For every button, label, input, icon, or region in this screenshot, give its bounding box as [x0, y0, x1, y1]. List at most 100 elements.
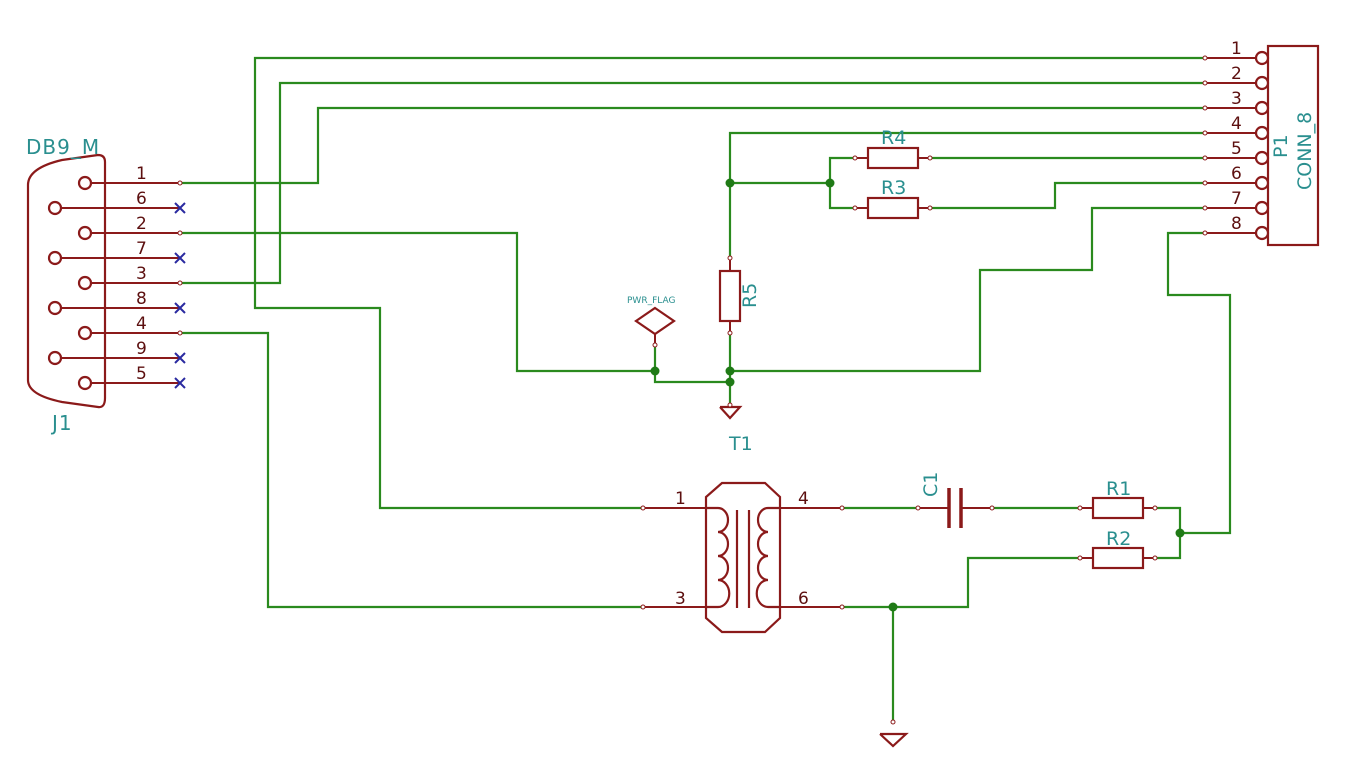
wire-p1-pin8 — [1166, 231, 1232, 535]
db9-body — [26, 153, 107, 409]
wire-p1-pin2 — [178, 81, 1207, 285]
no-connect-x — [174, 352, 186, 364]
resistor-r1[interactable]: R1 — [1077, 478, 1158, 520]
transformer-body — [704, 481, 782, 634]
junction-dot — [1175, 528, 1185, 538]
pin-end — [1077, 505, 1083, 511]
wire-r3-p1-pin6 — [928, 181, 1207, 210]
component-value: DB9_M — [26, 135, 100, 159]
pin-end — [177, 330, 183, 336]
resistor-r2[interactable]: R2 — [1077, 528, 1158, 570]
db9-pin-circle — [77, 375, 93, 391]
pin-end — [727, 330, 733, 336]
no-connect-x — [174, 252, 186, 264]
db9-pins — [47, 175, 180, 391]
pin-number: 9 — [136, 339, 147, 359]
resistor-body — [1091, 496, 1145, 520]
wires — [178, 56, 1232, 724]
pin-number: 6 — [798, 589, 809, 609]
no-connect-x — [174, 377, 186, 389]
ground-icon — [719, 405, 743, 420]
resistor-body — [1091, 546, 1145, 570]
pin-number: 7 — [136, 239, 147, 259]
component-ref: J1 — [50, 411, 73, 435]
pwr-flag-label: PWR_FLAG — [627, 296, 675, 306]
pin-number: 7 — [1231, 189, 1242, 209]
pin-number: 3 — [1231, 89, 1242, 109]
pin-end — [1152, 505, 1158, 511]
pin-number: 8 — [1231, 214, 1242, 234]
junctions — [650, 178, 1185, 612]
component-ref: C1 — [920, 472, 942, 497]
pin-number: 4 — [1231, 114, 1242, 134]
pin-number: 6 — [136, 189, 147, 209]
pin-end — [1202, 55, 1208, 61]
pin-number: 2 — [136, 214, 147, 234]
resistor-r4[interactable]: R4 — [852, 127, 933, 170]
pin-end — [1202, 205, 1208, 211]
conn8-pin-circle — [1254, 150, 1270, 166]
pin-number: 5 — [1231, 139, 1242, 159]
resistor-body — [718, 269, 742, 323]
no-connect-x — [174, 302, 186, 314]
pin-number: 3 — [136, 264, 147, 284]
db9-pin-circle — [77, 225, 93, 241]
capacitor-c1[interactable]: C1 — [915, 472, 995, 528]
pin-end — [727, 402, 733, 408]
wire-p1-pin1 — [253, 56, 1207, 510]
db9-pin-circle — [77, 275, 93, 291]
ground-symbol-top — [719, 405, 743, 420]
component-ref: R2 — [1106, 528, 1131, 550]
pin-end — [1202, 80, 1208, 86]
conn8-pins — [1205, 50, 1270, 241]
transformer-t1[interactable]: 1 3 4 6 T1 — [640, 433, 845, 634]
no-connect-markers — [174, 202, 186, 389]
conn8-pin-circle — [1254, 75, 1270, 91]
wire-j1-pin4 — [178, 331, 645, 609]
component-ref: P1 — [1270, 134, 1292, 158]
pin-end — [890, 719, 896, 725]
transformer-primary-coil — [706, 506, 731, 609]
pin-end — [839, 604, 845, 610]
pin-end — [989, 505, 995, 511]
component-ref: R3 — [881, 177, 906, 199]
component-ref: R5 — [739, 283, 761, 308]
wire-p1-pin4 — [728, 131, 1207, 260]
pin-number: 6 — [1231, 164, 1242, 184]
pin-end — [177, 180, 183, 186]
resistor-body — [866, 196, 920, 220]
resistor-r5[interactable]: R5 — [718, 255, 761, 336]
wire-pwrflag-gnd — [653, 343, 732, 384]
pin-end — [1202, 180, 1208, 186]
pin-end — [839, 505, 845, 511]
resistor-r3[interactable]: R3 — [852, 177, 933, 220]
pin-end — [1202, 230, 1208, 236]
junction-dot — [725, 178, 735, 188]
pwr-flag[interactable]: PWR_FLAG — [627, 296, 676, 345]
transformer-secondary-coil — [755, 506, 780, 609]
db9-pin-circle — [47, 300, 63, 316]
no-connect-x — [174, 202, 186, 214]
junction-dot — [725, 366, 735, 376]
component-ref: R4 — [881, 127, 906, 149]
pin-end — [1202, 130, 1208, 136]
pin-end — [727, 255, 733, 261]
pin-end — [177, 230, 183, 236]
db9-pin-circle — [47, 350, 63, 366]
pin-end — [1202, 155, 1208, 161]
pin-end — [852, 155, 858, 161]
pwr-flag-diamond — [634, 306, 676, 336]
pin-number: 4 — [798, 489, 809, 509]
wire-t1-pin6-r2 — [840, 556, 1082, 609]
pin-end — [177, 280, 183, 286]
pin-number: 8 — [136, 289, 147, 309]
conn8-pin-circle — [1254, 200, 1270, 216]
conn8-pin-numbers: 1 2 3 4 5 6 7 8 — [1231, 39, 1242, 234]
conn8-p1[interactable]: 1 2 3 4 5 6 7 8 P1 CONN_8 — [1205, 39, 1320, 247]
conn8-pin-circle — [1254, 175, 1270, 191]
db9-pin-circle — [47, 250, 63, 266]
component-value: CONN_8 — [1294, 112, 1316, 190]
junction-dot — [725, 377, 735, 387]
pin-number: 1 — [136, 164, 147, 184]
db9-connector-j1[interactable]: 1 6 2 7 3 8 4 9 5 DB9_M J1 — [26, 135, 186, 435]
